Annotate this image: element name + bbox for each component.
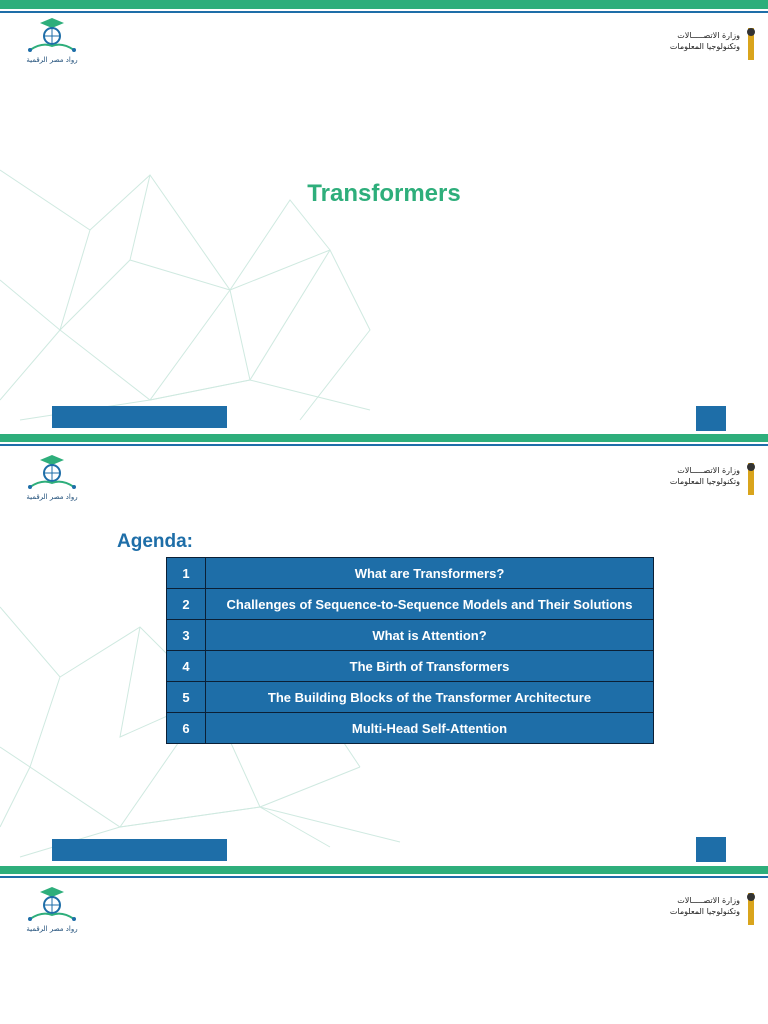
- agenda-heading: Agenda:: [117, 531, 193, 552]
- footer-page-box: [696, 406, 726, 431]
- agenda-item-number: 5: [166, 681, 206, 713]
- slide-1: رواد مصر الرقمية وزارة الاتصـــــالات وت…: [0, 0, 768, 436]
- background-mesh-pattern: [0, 169, 371, 421]
- agenda-item-number: 6: [166, 712, 206, 744]
- logo-left-caption: رواد مصر الرقمية: [26, 56, 78, 64]
- ministry-ict-logo-text: وزارة الاتصـــــالات وتكنولوجيا المعلوما…: [669, 31, 740, 51]
- ministry-ict-logo-text: وزارة الاتصـــــالات وتكنولوجيا المعلوما…: [669, 896, 740, 916]
- agenda-item-number: 4: [166, 650, 206, 682]
- footer-page-box: [696, 837, 726, 862]
- ministry-ict-logo: وزارة الاتصـــــالات وتكنولوجيا المعلوما…: [670, 24, 758, 64]
- agenda-item-number: 1: [166, 557, 206, 589]
- agenda-item-number: 2: [166, 588, 206, 620]
- table-row: 3 What is Attention?: [166, 619, 654, 651]
- agenda-item-title: Multi-Head Self-Attention: [205, 712, 654, 744]
- agenda-item-title: The Building Blocks of the Transformer A…: [205, 681, 654, 713]
- top-green-bar: [0, 0, 768, 9]
- agenda-item-title: The Birth of Transformers: [205, 650, 654, 682]
- top-blue-line: [0, 11, 768, 13]
- logo-left-caption: رواد مصر الرقمية: [26, 925, 78, 933]
- globe-graduate-icon: [28, 455, 76, 489]
- footer-left-bar: [52, 839, 227, 861]
- table-row: 4 The Birth of Transformers: [166, 650, 654, 682]
- slide-2: رواد مصر الرقمية وزارة الاتصـــــالات وت…: [0, 447, 768, 865]
- slide-title: Transformers: [307, 180, 461, 207]
- divider-blue-line-2: [0, 876, 768, 878]
- agenda-item-title: Challenges of Sequence-to-Sequence Model…: [205, 588, 654, 620]
- agenda-item-title: What are Transformers?: [205, 557, 654, 589]
- slide-3: رواد مصر الرقمية وزارة الاتصـــــالات وت…: [0, 879, 768, 1024]
- ministry-ict-logo-text: وزارة الاتصـــــالات وتكنولوجيا المعلوما…: [669, 466, 740, 486]
- globe-graduate-icon: [28, 18, 76, 52]
- divider-green-bar-2: [0, 866, 768, 874]
- ministry-ict-logo: وزارة الاتصـــــالات وتكنولوجيا المعلوما…: [670, 889, 758, 929]
- digital-egypt-pioneers-logo: رواد مصر الرقمية: [22, 453, 82, 501]
- table-row: 6 Multi-Head Self-Attention: [166, 712, 654, 744]
- agenda-table: 1 What are Transformers? 2 Challenges of…: [166, 557, 654, 744]
- agenda-item-number: 3: [166, 619, 206, 651]
- divider-blue-line-1: [0, 444, 768, 446]
- digital-egypt-pioneers-logo: رواد مصر الرقمية: [22, 885, 82, 933]
- table-row: 1 What are Transformers?: [166, 557, 654, 589]
- table-row: 5 The Building Blocks of the Transformer…: [166, 681, 654, 713]
- eagle-emblem-icon: [747, 28, 755, 60]
- agenda-item-title: What is Attention?: [205, 619, 654, 651]
- eagle-emblem-icon: [747, 893, 755, 925]
- digital-egypt-pioneers-logo: رواد مصر الرقمية: [22, 16, 82, 64]
- ministry-ict-logo: وزارة الاتصـــــالات وتكنولوجيا المعلوما…: [670, 459, 758, 499]
- divider-green-bar-1: [0, 434, 768, 442]
- logo-left-caption: رواد مصر الرقمية: [26, 493, 78, 501]
- globe-graduate-icon: [28, 887, 76, 921]
- table-row: 2 Challenges of Sequence-to-Sequence Mod…: [166, 588, 654, 620]
- footer-left-bar: [52, 406, 227, 428]
- eagle-emblem-icon: [747, 463, 755, 495]
